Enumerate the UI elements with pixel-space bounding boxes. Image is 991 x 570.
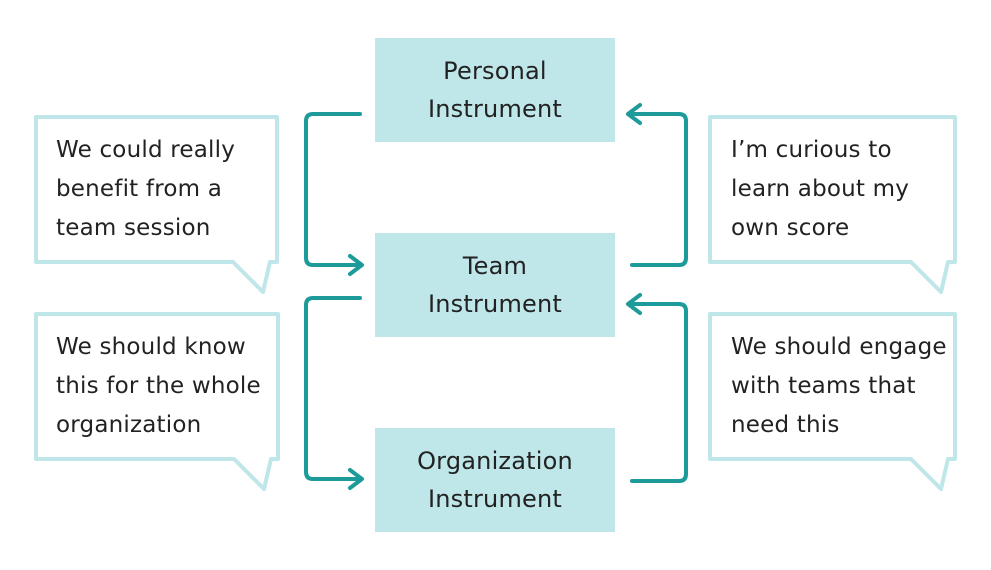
speech-bubble-right-bottom-text: We should engage with teams that need th… xyxy=(731,328,947,445)
organization-instrument-line-1: Organization xyxy=(417,447,573,475)
speech-bubble-left-top xyxy=(34,115,279,294)
arrow-team-to-organization xyxy=(304,296,362,481)
bubble-line: organization xyxy=(56,412,202,438)
bubble-line: with teams that xyxy=(731,373,916,399)
personal-instrument-line-1: Personal xyxy=(443,57,547,85)
arrow-team-to-personal xyxy=(628,112,688,267)
arrowhead-team-to-personal xyxy=(626,103,642,125)
team-instrument-line-1: Team xyxy=(462,252,528,280)
speech-bubble-left-bottom-text: We should know this for the whole organi… xyxy=(56,328,261,445)
speech-bubble-left-bottom xyxy=(34,312,280,491)
speech-bubble-right-top-text: I’m curious to learn about my own score xyxy=(731,131,909,248)
organization-instrument-label: Organization Instrument xyxy=(417,442,573,518)
personal-instrument-label: Personal Instrument xyxy=(428,52,562,128)
personal-instrument-line-2: Instrument xyxy=(427,95,563,123)
bubble-line: own score xyxy=(731,215,850,241)
arrowhead-team-to-organization xyxy=(348,468,364,490)
bubble-line: We should know xyxy=(56,334,246,360)
arrowhead-personal-to-team xyxy=(348,254,364,276)
team-instrument-label: Team Instrument xyxy=(428,247,562,323)
arrowhead-organization-to-team xyxy=(626,293,642,315)
bubble-line: I’m curious to xyxy=(731,137,892,163)
bubble-line: team session xyxy=(56,215,211,241)
bubble-line: benefit from a xyxy=(56,176,223,202)
arrow-personal-to-team xyxy=(304,112,362,267)
organization-instrument-box: Organization Instrument xyxy=(375,428,615,532)
bubble-line: We should engage xyxy=(731,334,947,360)
bubble-line: We could really xyxy=(56,137,236,163)
organization-instrument-line-2: Instrument xyxy=(427,485,563,513)
arrow-organization-to-team xyxy=(628,302,688,483)
team-instrument-box: Team Instrument xyxy=(375,233,615,337)
bubble-line: need this xyxy=(731,412,840,438)
personal-instrument-box: Personal Instrument xyxy=(375,38,615,142)
team-instrument-line-2: Instrument xyxy=(427,290,563,318)
bubble-line: learn about my xyxy=(731,176,910,202)
speech-bubble-right-bottom xyxy=(708,312,957,491)
bubble-line: this for the whole xyxy=(56,373,261,399)
speech-bubble-left-top-text: We could really benefit from a team sess… xyxy=(56,131,235,248)
speech-bubble-right-top xyxy=(708,115,957,294)
